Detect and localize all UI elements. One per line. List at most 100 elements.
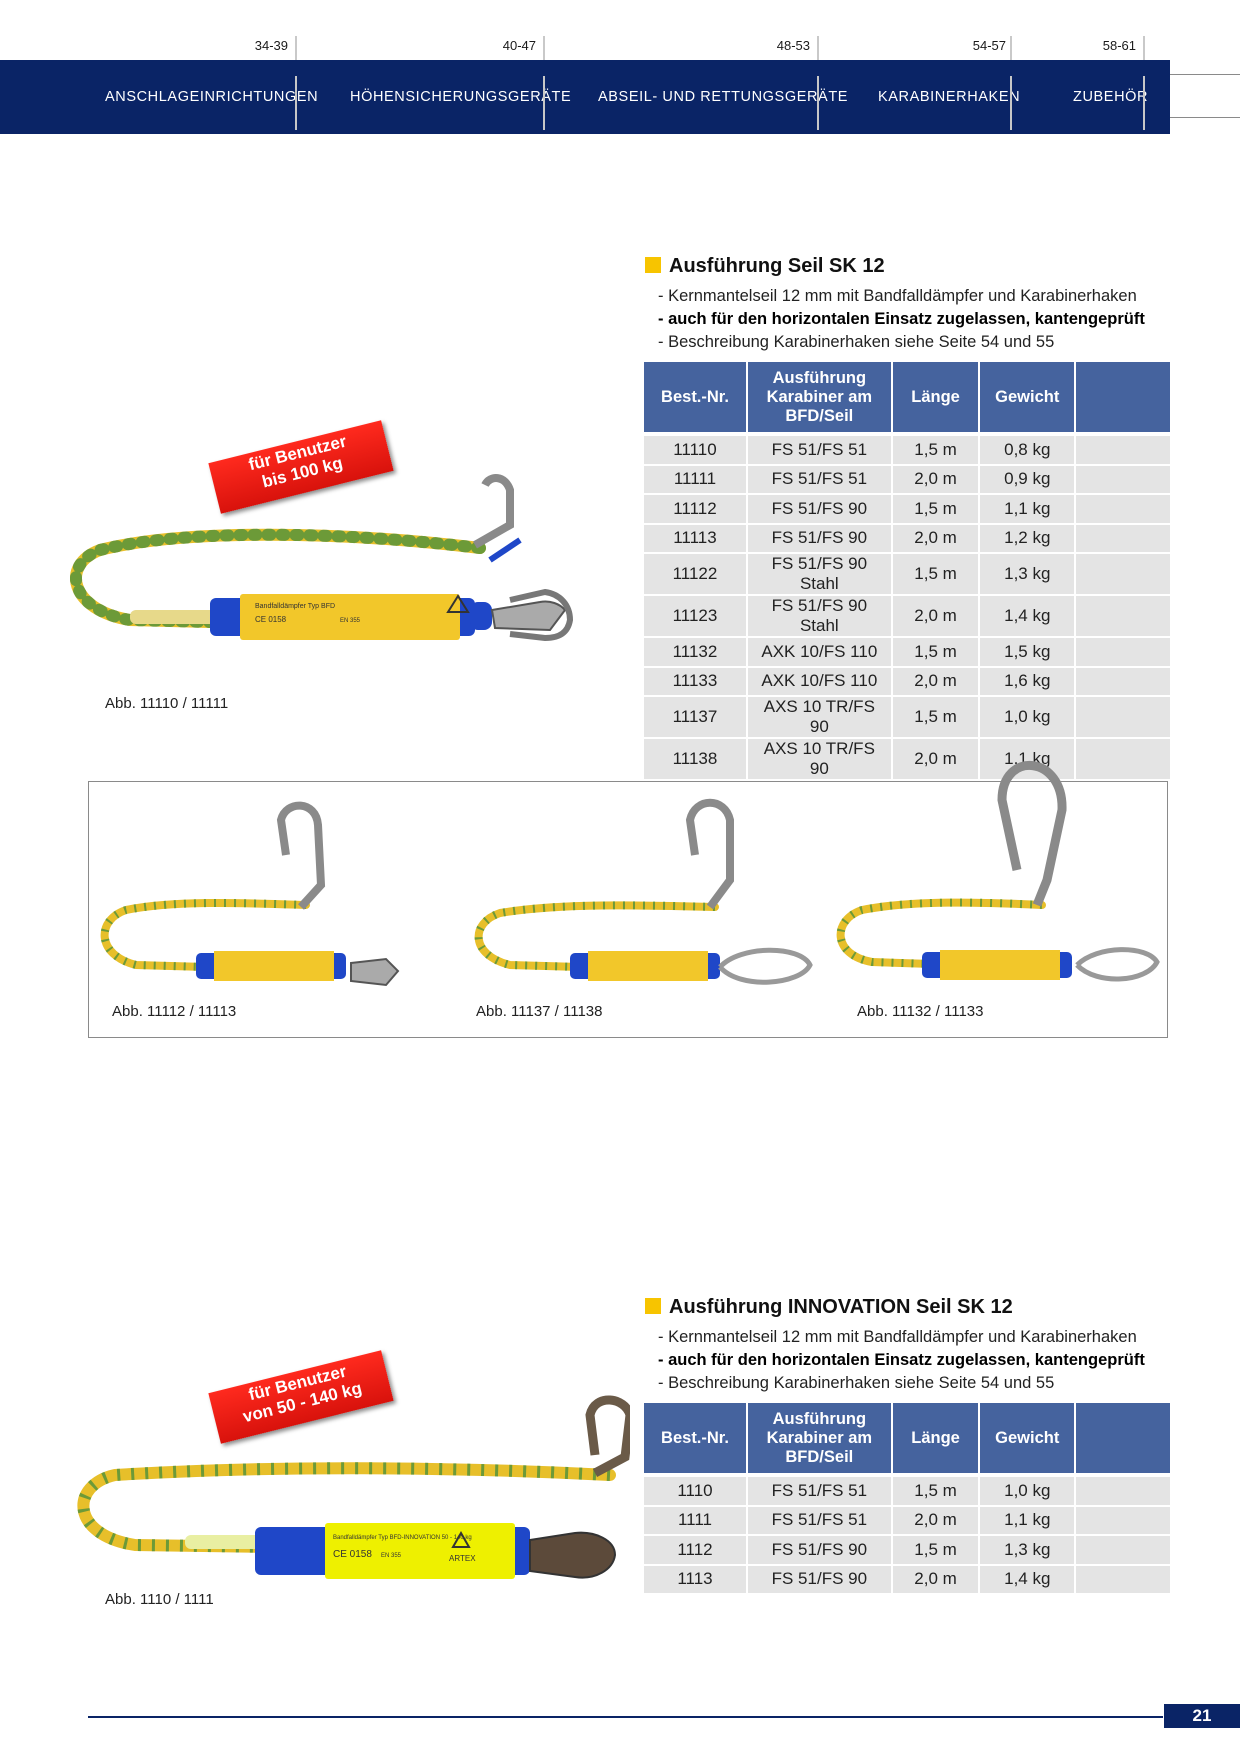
table-cell: 2,0 m: [891, 523, 981, 554]
table-cell: 1,0 kg: [979, 696, 1077, 739]
table-cell-empty: [1075, 436, 1170, 466]
table-cell: 1,3 kg: [979, 1535, 1077, 1566]
section1-title: Ausführung Seil SK 12: [645, 255, 885, 278]
table-cell: 1,5 kg: [979, 637, 1077, 668]
table-cell: 1,5 m: [891, 637, 981, 668]
lanyard-variant-image: [100, 801, 400, 987]
table-cell: 1,6 kg: [979, 666, 1077, 697]
table-cell: 11112: [644, 494, 748, 525]
bullet: - Beschreibung Karabinerhaken siehe Seit…: [658, 333, 1055, 351]
table-cell-empty: [1075, 464, 1170, 495]
nav-karabinerhaken[interactable]: KARABINERHAKEN: [878, 89, 1021, 105]
absorber-label: Bandfalldämpfer Typ BFD: [255, 603, 335, 610]
col-header-best-nr: Best.-Nr.: [644, 362, 748, 432]
lanyard-variant-image: [836, 760, 1160, 982]
page-range-4: 54-57: [972, 38, 1006, 53]
table-cell: AXS 10 TR/FS 90: [746, 696, 893, 739]
table-cell: 1,1 kg: [979, 494, 1077, 525]
page-range-3: 48-53: [776, 38, 810, 53]
table-cell: 1112: [644, 1535, 748, 1566]
table-cell-empty: [1075, 666, 1170, 697]
nav-zubehoer[interactable]: ZUBEHÖR: [1073, 89, 1149, 105]
table-cell: FS 51/FS 90: [746, 1535, 893, 1566]
table-cell: 1111: [644, 1505, 748, 1536]
table-cell: AXS 10 TR/FS 90: [746, 738, 893, 781]
section2-bullets: - Kernmantelseil 12 mm mit Bandfalldämpf…: [658, 1326, 1145, 1395]
table-cell-empty: [1075, 1535, 1170, 1566]
table-cell: 11110: [644, 436, 748, 466]
table-cell: 1,3 kg: [979, 553, 1077, 596]
table-cell: FS 51/FS 90: [746, 494, 893, 525]
nav-anschlageinrichtungen[interactable]: ANSCHLAGEINRICHTUNGEN: [105, 89, 319, 105]
table-cell: 1,0 kg: [979, 1477, 1077, 1507]
table-cell: 11113: [644, 523, 748, 554]
table-cell: 1,5 m: [891, 1477, 981, 1507]
col-header-best-nr: Best.-Nr.: [644, 1403, 748, 1473]
absorber-ce: CE 0158: [255, 615, 287, 624]
table-cell: FS 51/FS 90 Stahl: [746, 553, 893, 596]
table-cell: FS 51/FS 90: [746, 523, 893, 554]
table-cell: 11122: [644, 553, 748, 596]
col-header-gewicht: Gewicht: [979, 1403, 1077, 1473]
table-cell: FS 51/FS 51: [746, 1505, 893, 1536]
col-header-laenge: Länge: [891, 362, 981, 432]
table-cell-empty: [1075, 553, 1170, 596]
table-cell-empty: [1075, 738, 1170, 781]
absorber-ce: CE 0158: [333, 1549, 372, 1560]
table-cell: 1110: [644, 1477, 748, 1507]
table-cell: 2,0 m: [891, 464, 981, 495]
col-header-empty: [1075, 362, 1170, 432]
table-cell: 1,5 m: [891, 696, 981, 739]
bullet: - auch für den horizontalen Einsatz zuge…: [658, 310, 1145, 328]
figure-caption: Abb. 11132 / 11133: [857, 1003, 984, 1020]
table-cell: 1,1 kg: [979, 738, 1077, 781]
table-cell-empty: [1075, 696, 1170, 739]
table-cell: 1,5 m: [891, 553, 981, 596]
table-cell: 1,5 m: [891, 1535, 981, 1566]
bullet: - Kernmantelseil 12 mm mit Bandfalldämpf…: [658, 287, 1137, 305]
table-cell: 1,1 kg: [979, 1505, 1077, 1536]
table-cell-empty: [1075, 1505, 1170, 1536]
table-cell: FS 51/FS 90 Stahl: [746, 595, 893, 638]
col-header-gewicht: Gewicht: [979, 362, 1077, 432]
table-cell-empty: [1075, 494, 1170, 525]
nav-hoehensicherungsgeraete[interactable]: HÖHENSICHERUNGSGERÄTE: [350, 89, 572, 105]
yellow-square-icon: [645, 1298, 661, 1314]
figure-caption: Abb. 11137 / 11138: [476, 1003, 603, 1020]
nav-abseil-rettungsgeraete[interactable]: ABSEIL- UND RETTUNGSGERÄTE: [598, 89, 849, 105]
table-cell: FS 51/FS 51: [746, 1477, 893, 1507]
absorber-en: EN 355: [381, 1553, 402, 1559]
table-cell: FS 51/FS 51: [746, 464, 893, 495]
table-cell: 11138: [644, 738, 748, 781]
bullet: - Beschreibung Karabinerhaken siehe Seit…: [658, 1374, 1055, 1392]
table-cell: 11137: [644, 696, 748, 739]
bullet: - Kernmantelseil 12 mm mit Bandfalldämpf…: [658, 1328, 1137, 1346]
section1-bullets: - Kernmantelseil 12 mm mit Bandfalldämpf…: [658, 285, 1145, 354]
bullet: - auch für den horizontalen Einsatz zuge…: [658, 1351, 1145, 1369]
page-range-5: 58-61: [1102, 38, 1136, 53]
table-cell: 11133: [644, 666, 748, 697]
figure-caption: Abb. 1110 / 1111: [105, 1591, 214, 1608]
table-cell: 1,4 kg: [979, 595, 1077, 638]
lanyard-product-image: Bandfalldämpfer Typ BFD CE 0158 EN 355: [70, 474, 574, 642]
col-header-laenge: Länge: [891, 1403, 981, 1473]
table-cell: FS 51/FS 90: [746, 1564, 893, 1595]
table-cell: FS 51/FS 51: [746, 436, 893, 466]
table-cell: 2,0 m: [891, 595, 981, 638]
table-cell-empty: [1075, 637, 1170, 668]
category-nav: ANSCHLAGEINRICHTUNGEN HÖHENSICHERUNGSGER…: [0, 60, 1170, 134]
page-range-2: 40-47: [502, 38, 536, 53]
yellow-square-icon: [645, 257, 661, 273]
